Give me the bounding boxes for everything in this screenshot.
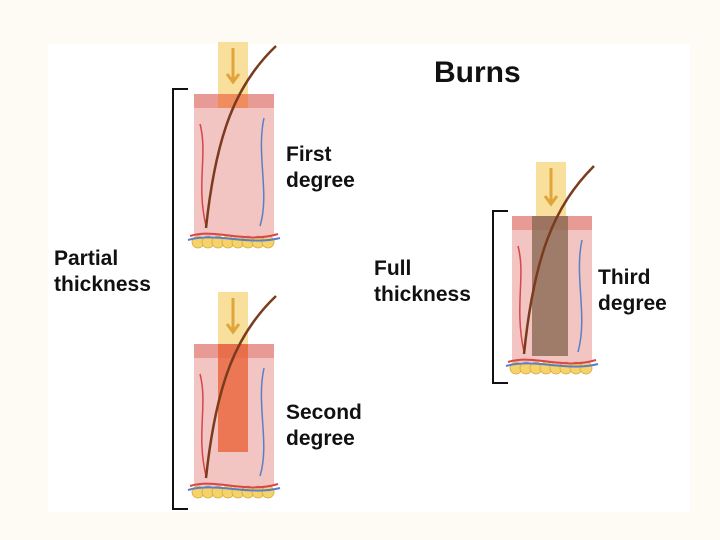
deep-vessel <box>189 232 279 239</box>
deep-vessel <box>507 358 597 365</box>
full-thickness-label: Full thickness <box>374 257 471 306</box>
burn-zone <box>218 344 248 452</box>
heat-arrow-icon <box>543 168 559 207</box>
third-degree-label: Third degree <box>598 266 667 315</box>
second-degree-skin-illustration <box>187 292 281 499</box>
deep-vessel <box>187 486 281 492</box>
burn-zone <box>532 216 568 356</box>
partial-thickness-label: Partial thickness <box>54 247 151 296</box>
deep-vessel <box>505 362 599 368</box>
hair-shaft <box>204 45 277 229</box>
hair-shaft <box>522 165 595 355</box>
deep-vessel <box>189 482 279 489</box>
full-thickness-bracket <box>492 210 508 384</box>
first-degree-label: First degree <box>286 143 355 192</box>
hair-shaft <box>204 295 277 479</box>
heat-arrow-icon <box>225 48 241 85</box>
blood-vessel <box>577 239 583 353</box>
blood-vessel <box>199 123 207 227</box>
third-degree-skin-illustration <box>505 162 599 375</box>
blood-vessel <box>259 367 265 477</box>
deep-vessel <box>187 236 281 242</box>
heat-arrow-icon <box>225 298 241 335</box>
burn-zone <box>218 94 248 108</box>
blood-vessel <box>199 373 207 477</box>
diagram-title: Burns <box>434 56 521 89</box>
second-degree-label: Second degree <box>286 401 362 450</box>
partial-thickness-bracket <box>172 88 188 510</box>
first-degree-skin-illustration <box>187 42 281 249</box>
blood-vessel <box>517 245 525 353</box>
blood-vessel <box>259 117 265 227</box>
